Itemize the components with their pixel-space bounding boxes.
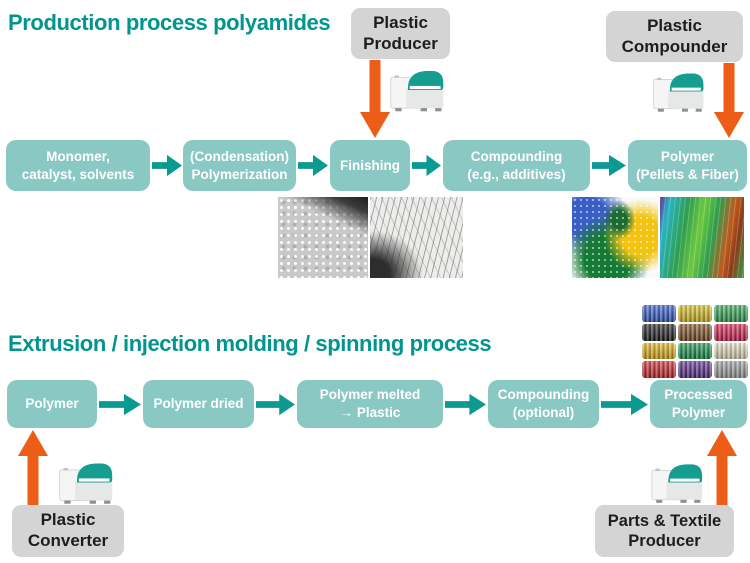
actor-box-plastic-converter: Plastic Converter [12, 505, 124, 557]
thread-spool [714, 361, 748, 378]
flow-box-label: Polymerization [191, 166, 288, 182]
flow-box-condensation-polymerization: (Condensation) Polymerization [183, 140, 296, 191]
flow-box-compounding-optional: Compounding (optional) [488, 380, 599, 428]
flow-arrow-icon [445, 391, 486, 418]
flow-arrow-icon [256, 391, 295, 418]
flow-box-label: Polymer [660, 148, 715, 164]
flow-box-label: Compounding [470, 148, 563, 164]
thread-spool [714, 323, 748, 341]
actor-label: Plastic [647, 15, 702, 35]
flow-box-label: catalyst, solvents [21, 166, 135, 182]
actor-box-plastic-producer: Plastic Producer [351, 8, 450, 59]
orange-arrow-up-icon [705, 430, 739, 506]
thread-spool [678, 323, 712, 341]
thread-spools-photo [642, 305, 748, 378]
flow-box-label: Polymer melted [319, 387, 421, 403]
flow-box-compounding-additives: Compounding (e.g., additives) [443, 140, 590, 191]
thread-spool [642, 342, 676, 360]
flow-box-label: (Condensation) [190, 148, 289, 164]
flow-box-label: Compounding [497, 387, 590, 403]
nir-analyzer-icon [651, 69, 706, 114]
flow-box-polymer-dried: Polymer dried [143, 380, 254, 428]
orange-arrow-up-icon [16, 430, 50, 506]
actor-label: Compounder [621, 36, 728, 56]
flow-arrow-icon [592, 152, 626, 179]
nir-analyzer-icon [57, 459, 115, 506]
pellets-bw-photo [278, 197, 368, 278]
flow-box-polymer-melted-plastic: Polymer melted → Plastic [297, 380, 443, 428]
actor-label: Parts & Textile [607, 511, 722, 530]
flow-box-label: Finishing [340, 157, 400, 173]
flow-box-polymer-pellets-fiber: Polymer (Pellets & Fiber) [628, 140, 747, 191]
actor-box-parts-textile-producer: Parts & Textile Producer [595, 505, 734, 557]
nir-analyzer-icon [649, 460, 705, 505]
thread-spool [642, 323, 676, 341]
flow-box-polymer: Polymer [7, 380, 97, 428]
actor-label: Converter [27, 531, 109, 550]
thread-spool [642, 361, 676, 378]
flow-box-label: Polymer [671, 405, 726, 420]
flow-arrow-icon [99, 391, 141, 418]
fibers-bw-photo [370, 197, 463, 278]
actor-box-plastic-compounder: Plastic Compounder [606, 11, 743, 62]
thread-spool [678, 305, 712, 322]
flow-box-finishing: Finishing [330, 140, 410, 191]
nir-analyzer-icon [388, 66, 446, 114]
actor-label: Producer [628, 532, 701, 550]
orange-arrow-down-icon [712, 63, 746, 138]
flow-box-label: Polymer [25, 396, 79, 412]
flow-box-label: → Plastic [339, 405, 401, 420]
flow-box-label: Polymer dried [153, 396, 244, 412]
thread-spool [714, 342, 748, 360]
thread-spool [678, 342, 712, 360]
flow-arrow-icon [412, 152, 441, 179]
orange-arrow-down-icon [358, 60, 392, 138]
thread-spool [678, 361, 712, 378]
fibers-color-photo [660, 197, 744, 278]
flow-box-processed-polymer: Processed Polymer [650, 380, 747, 428]
flow-box-monomer-catalyst-solvents: Monomer, catalyst, solvents [6, 140, 150, 191]
actor-label: Producer [363, 33, 438, 53]
flow-box-label: (Pellets & Fiber) [636, 166, 739, 182]
flow-arrow-icon [601, 391, 648, 418]
pellets-color-photo [572, 197, 658, 278]
flow-arrow-icon [298, 152, 328, 179]
flow-box-label: Monomer, [46, 148, 110, 164]
flow-arrow-icon [152, 152, 182, 179]
page-title-top: Production process polyamides [8, 10, 331, 35]
actor-label: Plastic [40, 510, 96, 530]
thread-spool [642, 305, 676, 322]
actor-label: Plastic [373, 12, 428, 32]
flow-box-label: (e.g., additives) [467, 166, 566, 182]
thread-spool [714, 305, 748, 322]
flow-box-label: Processed [664, 387, 733, 403]
flow-box-label: (optional) [512, 405, 575, 420]
page-title-bottom: Extrusion / injection molding / spinning… [8, 331, 492, 356]
